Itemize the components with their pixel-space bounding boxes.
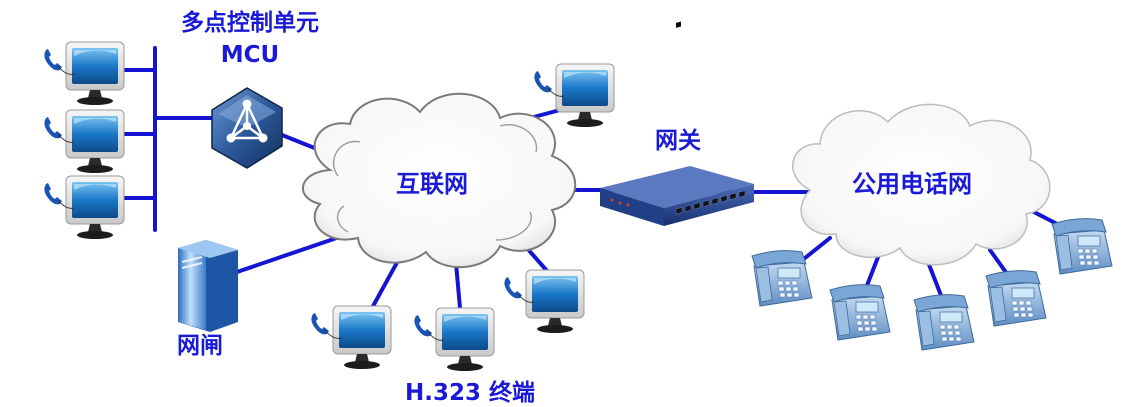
gatekeeper-label: 网闸	[177, 333, 223, 359]
h323-terminal-1	[310, 305, 392, 370]
computer-terminal-icon	[43, 109, 125, 174]
h323-terminal-3	[503, 269, 585, 334]
computer-terminal-icon	[413, 307, 495, 372]
computer-terminal-icon	[533, 63, 615, 128]
desk-telephone-icon	[913, 294, 975, 351]
mcu-device: 多点控制单元 MCU	[181, 9, 319, 169]
internet-terminal-top	[533, 63, 615, 128]
h323-terminals-label: H.323 终端	[405, 379, 535, 406]
desk-telephone-icon	[1051, 218, 1113, 275]
internet-cloud: 互联网	[302, 92, 577, 269]
pstn-cloud: 公用电话网	[792, 103, 1051, 266]
mcu-chinese-label: 多点控制单元	[181, 9, 319, 36]
pstn-phone-4	[985, 270, 1047, 327]
pstn-phone-1	[751, 250, 813, 307]
internet-label: 互联网	[396, 170, 468, 198]
h323-terminal-2	[413, 307, 495, 372]
gatekeeper-device: 网闸	[177, 240, 238, 359]
computer-terminal-icon	[503, 269, 585, 334]
pstn-phone-3	[913, 294, 975, 351]
mcu-terminal-2	[43, 109, 125, 174]
pstn-phone-5	[1051, 218, 1113, 275]
desk-telephone-icon	[985, 270, 1047, 327]
mcu-hexagon-icon	[211, 87, 283, 169]
gateway-device: 网关	[600, 21, 754, 226]
network-switch-icon	[600, 21, 754, 226]
desk-telephone-icon	[751, 250, 813, 307]
gateway-label: 网关	[655, 127, 701, 154]
desk-telephone-icon	[829, 284, 891, 341]
pstn-phone-2	[829, 284, 891, 341]
computer-terminal-icon	[43, 175, 125, 240]
mcu-terminal-3	[43, 175, 125, 240]
pstn-label: 公用电话网	[852, 170, 972, 198]
computer-terminal-icon	[310, 305, 392, 370]
mcu-terminal-1	[43, 41, 125, 106]
computer-terminal-icon	[43, 41, 125, 106]
mcu-english-label: MCU	[221, 42, 279, 68]
server-tower-icon	[178, 240, 238, 332]
